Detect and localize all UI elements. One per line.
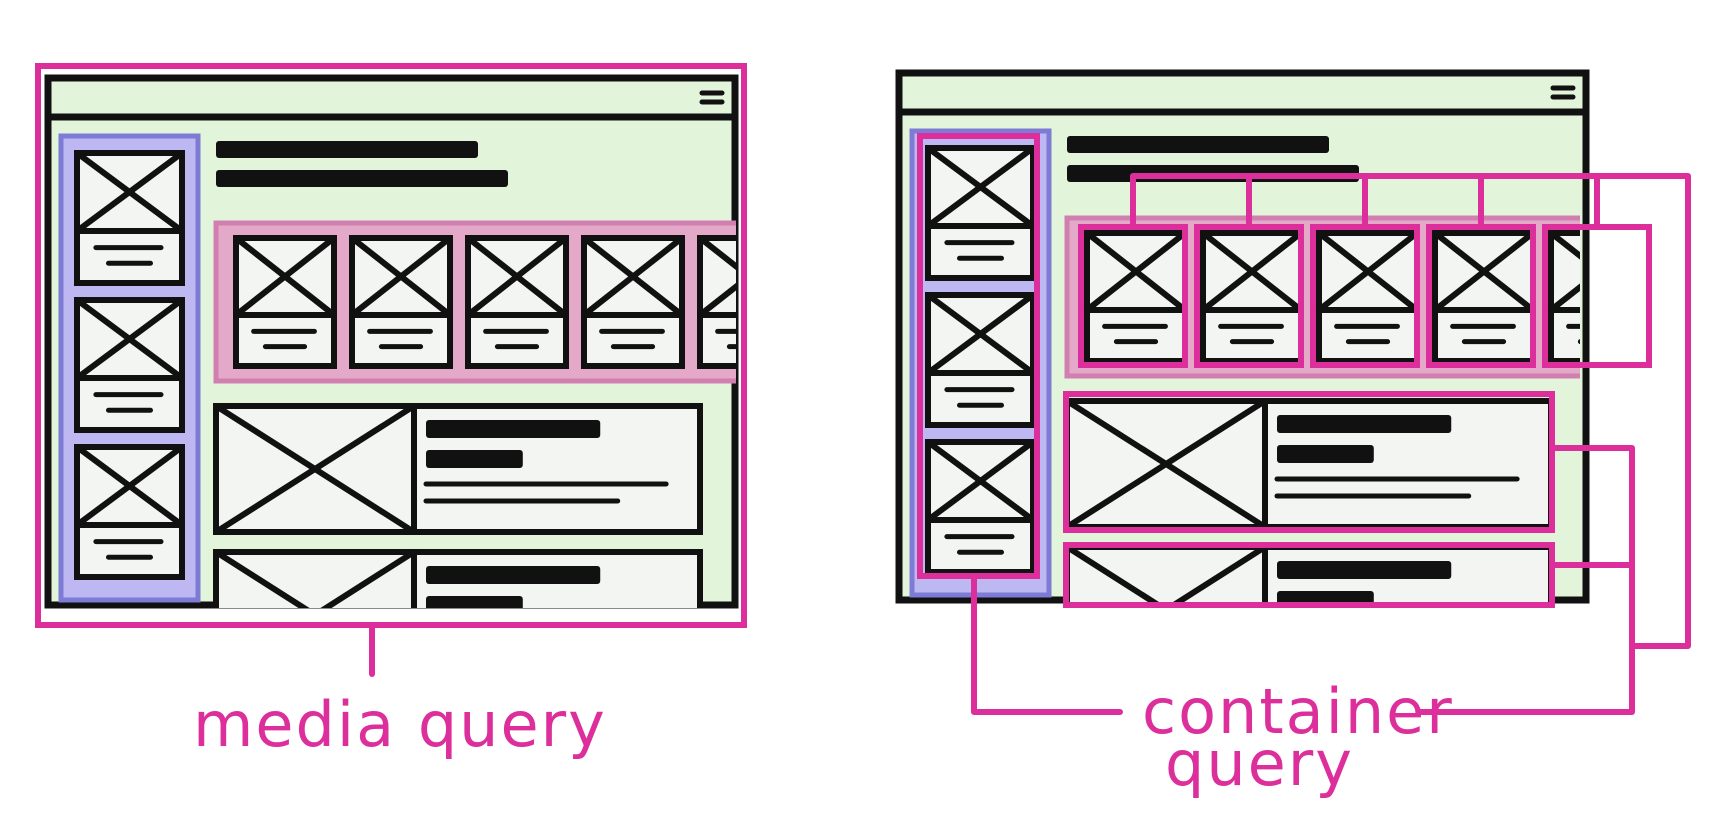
- sidebar: [909, 128, 1052, 598]
- sidebar-container-outline: [917, 133, 1040, 579]
- headline-bar: [1277, 561, 1452, 579]
- browser-window: [895, 69, 1590, 604]
- row-card: [465, 235, 569, 369]
- image-placeholder-icon: [925, 292, 1036, 376]
- page-heading-bar: [1067, 136, 1329, 153]
- image-placeholder-icon: [74, 150, 185, 234]
- image-placeholder-icon: [1548, 230, 1580, 313]
- container-caption-line-2: query: [1165, 727, 1354, 800]
- image-placeholder-icon: [74, 444, 185, 528]
- sidebar-card: [925, 145, 1036, 281]
- row-card: [233, 235, 337, 369]
- headline-bar: [1277, 415, 1452, 433]
- sidebar-card: [925, 439, 1036, 575]
- image-placeholder-icon: [581, 235, 685, 318]
- wide-card: [1064, 544, 1554, 603]
- image-placeholder-icon: [465, 235, 569, 318]
- sidebar-card: [74, 297, 185, 433]
- container-query-diagram: [895, 69, 1691, 715]
- page-content: [58, 133, 736, 608]
- image-placeholder-icon: [1084, 230, 1188, 313]
- page-heading-bar: [216, 141, 478, 158]
- image-placeholder-icon: [1316, 230, 1420, 313]
- image-placeholder-icon: [697, 235, 736, 318]
- image-placeholder-icon: [925, 145, 1036, 229]
- subhead-bar: [426, 596, 523, 608]
- image-placeholder-icon: [349, 235, 453, 318]
- wide-card: [213, 549, 703, 608]
- row-card: [349, 235, 453, 369]
- image-placeholder-icon: [233, 235, 337, 318]
- wide-card-container-outline: [1063, 391, 1555, 533]
- image-placeholder-icon: [1432, 230, 1536, 313]
- media-query-caption: media query: [193, 688, 607, 761]
- row-card: [1548, 230, 1580, 364]
- sidebar: [58, 133, 201, 603]
- image-placeholder-icon: [1064, 398, 1268, 530]
- subhead-bar: [426, 450, 523, 468]
- sidebar-connector: [971, 573, 1123, 715]
- page-subheading-bar: [216, 170, 508, 187]
- headline-bar: [426, 566, 601, 584]
- subhead-bar: [1277, 445, 1374, 463]
- sidebar-card: [74, 150, 185, 286]
- hamburger-icon: [699, 90, 725, 105]
- row-card: [1316, 230, 1420, 364]
- headline-bar: [426, 420, 601, 438]
- card-row: [213, 220, 736, 384]
- image-placeholder-icon: [74, 297, 185, 381]
- card-row: [1064, 215, 1580, 379]
- sidebar-card: [925, 292, 1036, 428]
- row-card: [697, 235, 736, 369]
- row-card: [581, 235, 685, 369]
- image-placeholder-icon: [1200, 230, 1304, 313]
- media-query-outline: [35, 63, 747, 628]
- row-card: [1200, 230, 1304, 364]
- browser-window: [44, 74, 739, 609]
- container-query-outlines: [917, 133, 1691, 715]
- row-card: [1432, 230, 1536, 364]
- media-query-diagram: [35, 63, 747, 677]
- row-card: [1084, 230, 1188, 364]
- wide-card-container-outline: [1063, 542, 1555, 608]
- image-placeholder-icon: [213, 403, 417, 535]
- image-placeholder-icon: [925, 439, 1036, 523]
- subhead-bar: [1277, 591, 1374, 603]
- sidebar-card: [74, 444, 185, 580]
- hamburger-icon: [1550, 85, 1576, 100]
- wide-card: [1064, 398, 1554, 530]
- image-placeholder-icon: [1064, 544, 1268, 603]
- wide-card: [213, 403, 703, 535]
- container-caption-line-1: container: [1142, 675, 1454, 748]
- wide-cards-bracket: [1417, 445, 1635, 715]
- row-cards-bracket: [1130, 173, 1691, 649]
- image-placeholder-icon: [213, 549, 417, 608]
